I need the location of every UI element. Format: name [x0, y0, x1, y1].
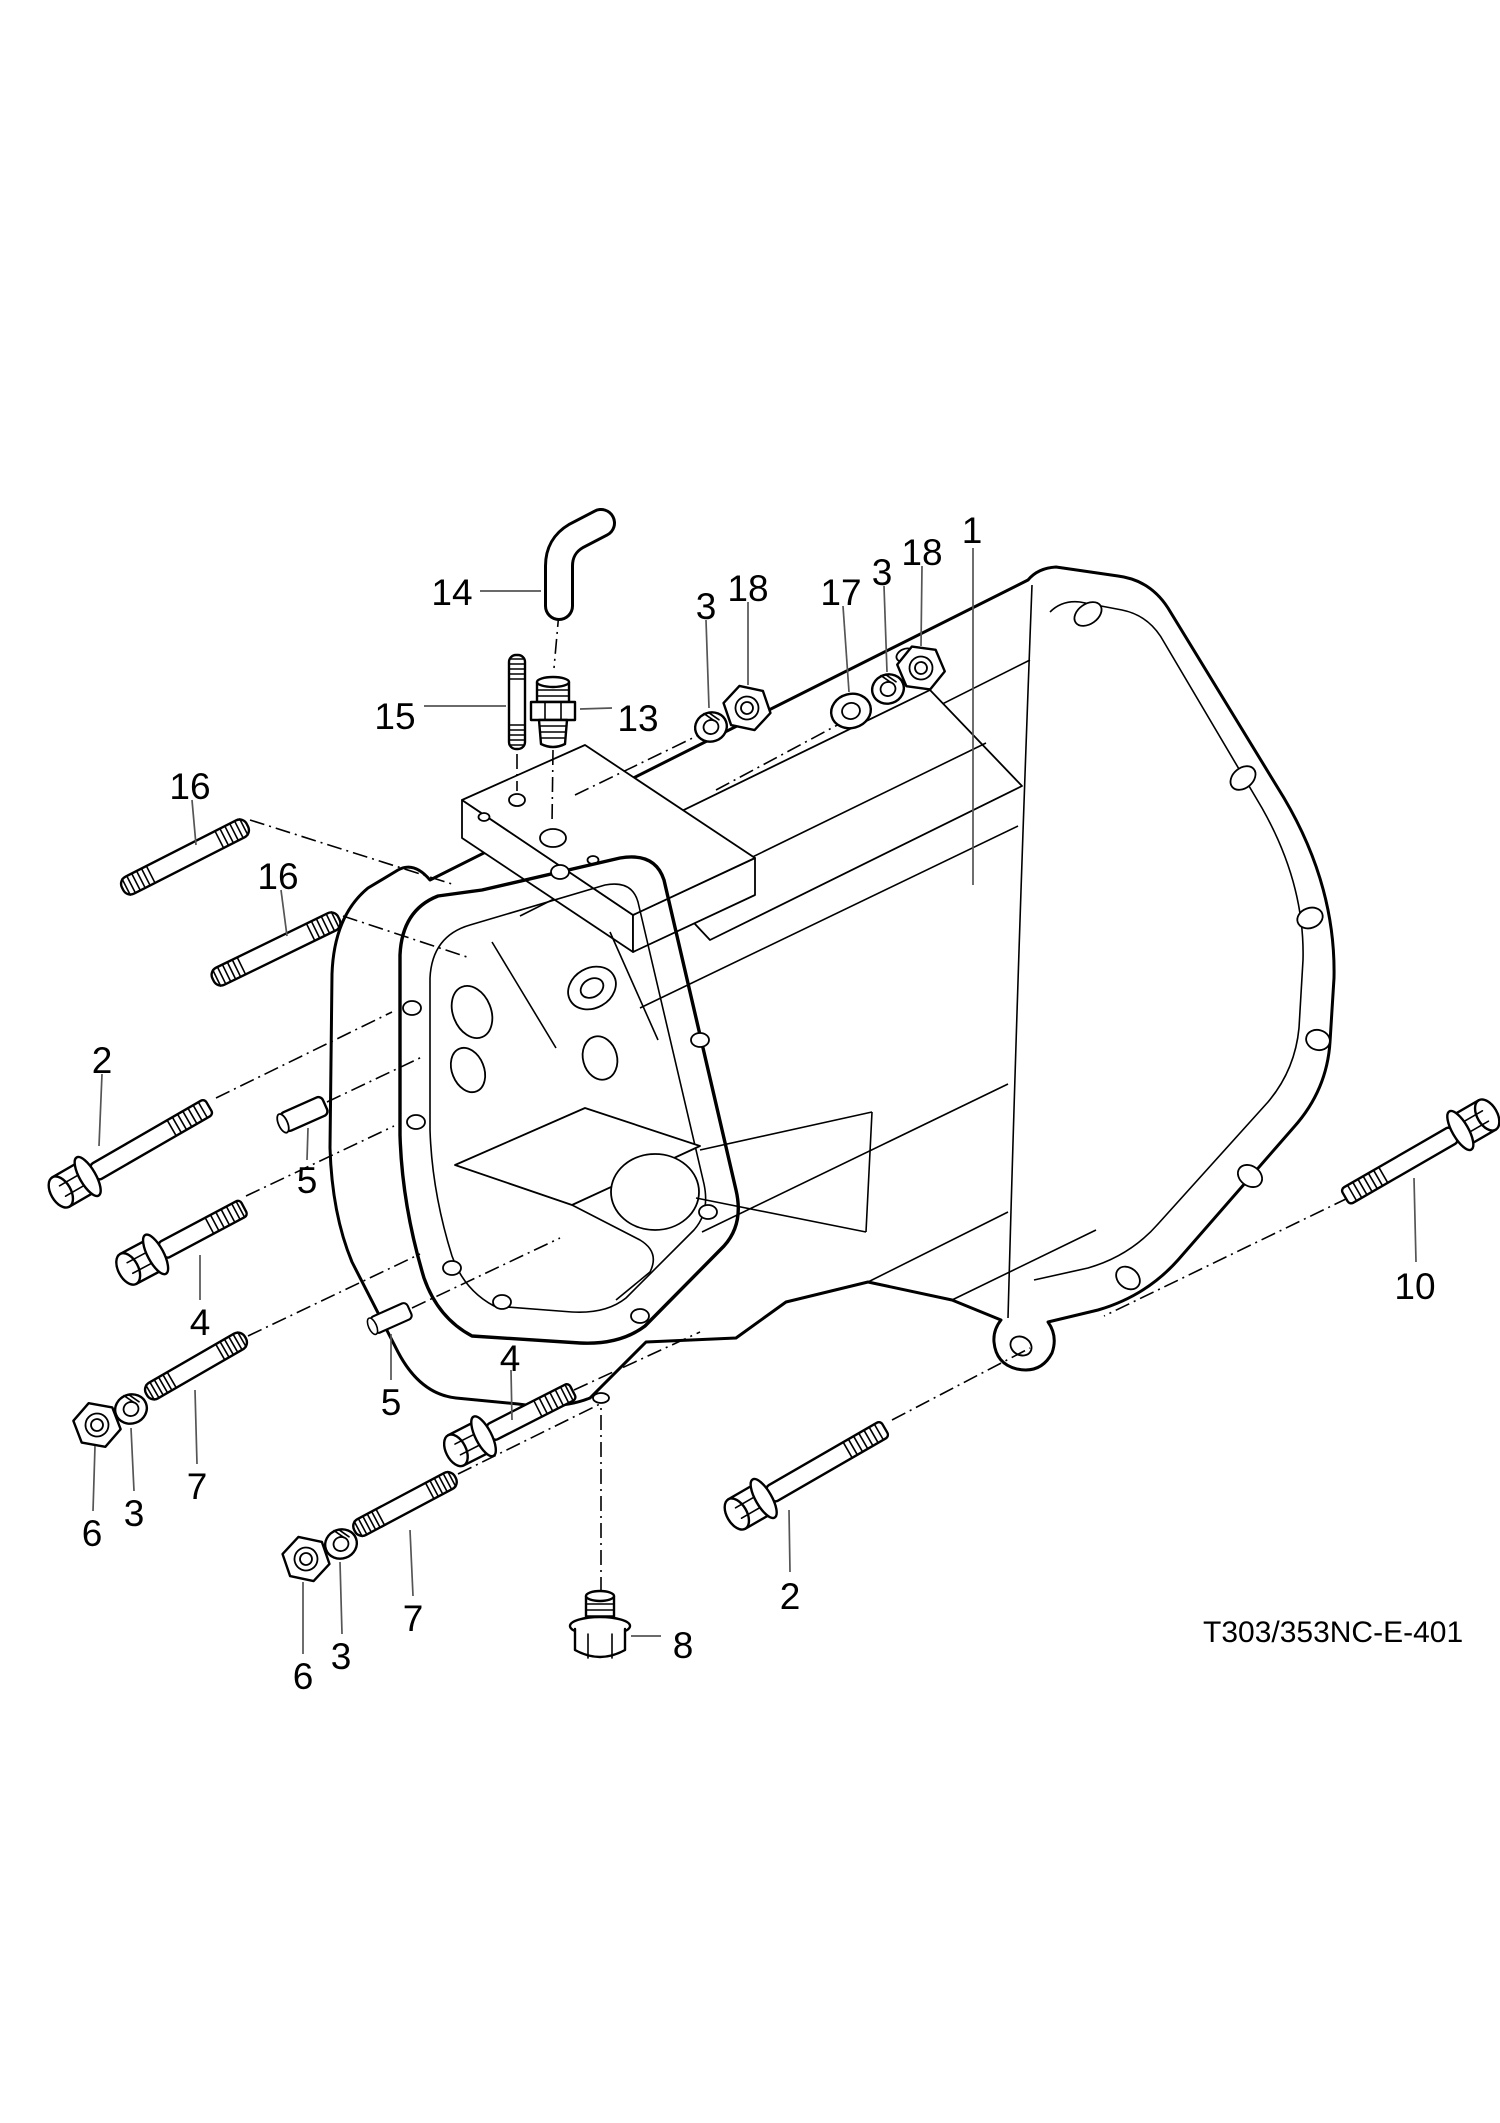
callout-label-7-stud-double-threaded: 7	[187, 1466, 208, 1507]
leader-flange-bolt-long-24	[1413, 1177, 1417, 1263]
leader-stud-9	[191, 799, 197, 846]
flange-bolt-holes	[1009, 601, 1331, 1357]
front-face-interior	[449, 931, 873, 1301]
callout-label-5-dowel-pin: 5	[297, 1160, 318, 1201]
callout-label-16-stud: 16	[257, 856, 298, 897]
drawing-code: T303/353NC-E-401	[1203, 1616, 1464, 1649]
callout-label-8-drain-plug: 8	[673, 1625, 694, 1666]
drain-plug-8	[568, 1589, 632, 1659]
callout-label-18-hex-nut: 18	[901, 532, 942, 573]
leader-hex-nut-8	[920, 565, 923, 647]
flange-bolt-2-bottom	[717, 1409, 896, 1538]
leader-flange-bolt-long-11	[98, 1073, 103, 1147]
leader-stud-double-threaded-19	[409, 1529, 414, 1597]
leader-flange-bolt-long-23	[788, 1509, 791, 1573]
leader-hex-nipple-3	[579, 707, 613, 710]
breather-elbow-14	[544, 508, 616, 621]
gearbox-housing	[328, 565, 1336, 1408]
callout-label-4-flange-bolt-short: 4	[500, 1338, 521, 1379]
leader-stud-10	[280, 889, 288, 937]
leader-spring-washer-16	[130, 1427, 135, 1492]
leader-hex-nut-17	[92, 1445, 96, 1512]
callout-label-15-stud-top: 15	[374, 696, 415, 737]
callout-label-10-flange-bolt-long: 10	[1394, 1266, 1435, 1307]
callout-label-3-spring-washer: 3	[124, 1493, 145, 1534]
callout-label-17-flat-washer: 17	[820, 572, 861, 613]
leader-flat-washer-6	[842, 605, 850, 693]
leader-spring-washer-20	[339, 1561, 343, 1635]
callout-label-6-hex-nut: 6	[293, 1656, 314, 1697]
leader-stud-double-threaded-15	[194, 1389, 198, 1465]
leader-spring-washer-7	[883, 585, 888, 673]
callout-label-2-flange-bolt-long: 2	[780, 1576, 801, 1617]
callout-label-3-spring-washer: 3	[696, 586, 717, 627]
leader-flange-bolt-short-18	[510, 1369, 513, 1421]
side-boss-ports	[567, 965, 619, 1081]
stud-15	[507, 653, 527, 751]
flange-bolt-10	[1334, 1091, 1500, 1216]
callout-label-3-spring-washer: 3	[331, 1636, 352, 1677]
stud-7-bottom	[349, 1468, 461, 1540]
leader-dowel-pin-12	[306, 1127, 309, 1161]
drain-hole	[592, 1392, 610, 1404]
callout-label-1-gearbox-housing: 1	[962, 510, 983, 551]
stud-16-lower	[207, 908, 345, 990]
flange-bolt-2-left	[41, 1087, 220, 1216]
dowel-pin-5-upper	[273, 1094, 331, 1136]
callout-label-3-spring-washer: 3	[872, 552, 893, 593]
callout-label-4-flange-bolt-short: 4	[190, 1302, 211, 1343]
callout-label-16-stud: 16	[169, 766, 210, 807]
projection-lines	[215, 611, 1349, 1592]
callout-label-14-breather-elbow: 14	[431, 572, 472, 613]
stud-16-upper	[117, 815, 253, 899]
callout-label-7-stud-double-threaded: 7	[403, 1598, 424, 1639]
callout-label-5-dowel-pin: 5	[381, 1382, 402, 1423]
callout-label-6-hex-nut: 6	[82, 1513, 103, 1554]
callout-label-13-hex-nipple: 13	[617, 698, 658, 739]
callout-label-2-flange-bolt-long: 2	[92, 1040, 113, 1081]
callout-label-18-hex-nut: 18	[727, 568, 768, 609]
callout-leader-lines	[92, 548, 1417, 1654]
front-face-gasket	[398, 855, 740, 1345]
flange-bolt-4-left	[109, 1188, 254, 1293]
leader-spring-washer-4	[705, 619, 710, 709]
hex-nipple-13	[529, 675, 577, 749]
